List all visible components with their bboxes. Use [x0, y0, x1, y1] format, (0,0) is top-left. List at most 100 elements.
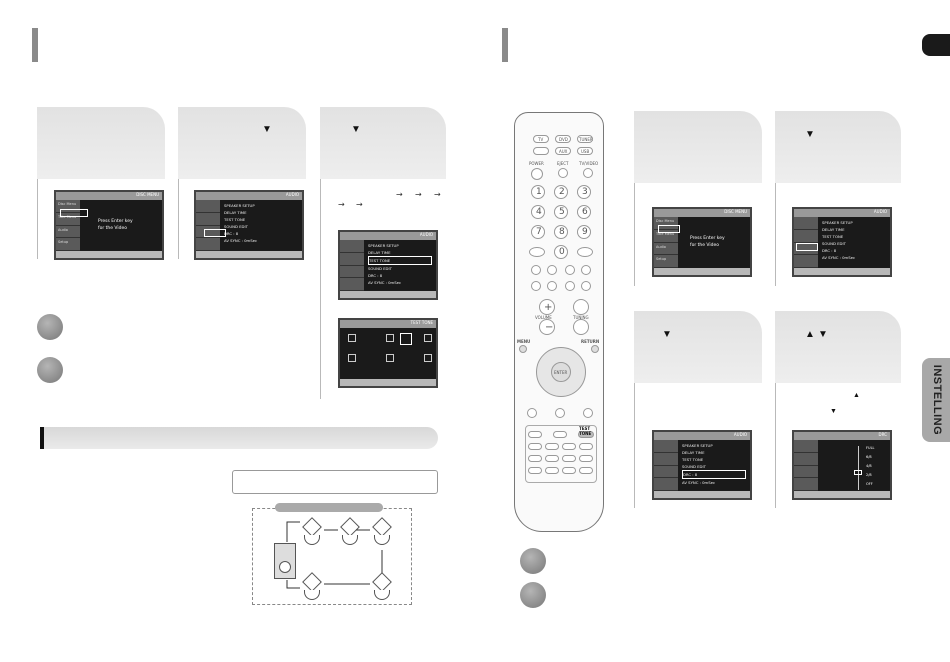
listener-seat — [279, 561, 291, 573]
digit-3[interactable]: 3 — [577, 185, 591, 199]
remote-key[interactable] — [562, 443, 576, 450]
down-arrow-icon: ▼ — [351, 124, 361, 135]
eject-button[interactable] — [558, 168, 568, 178]
remote-key[interactable] — [545, 467, 559, 474]
digit-5[interactable]: 5 — [554, 205, 568, 219]
remote-key[interactable] — [527, 408, 537, 418]
skip-back-button[interactable] — [531, 265, 541, 275]
digit-2[interactable]: 2 — [554, 185, 568, 199]
tv-screen-audio-menu-drc: AUDIO SPEAKER SETUP DELAY TIME TEST TONE… — [652, 430, 752, 500]
digit-7[interactable]: 7 — [531, 225, 545, 239]
divider — [775, 183, 776, 286]
speaker-front-right — [372, 517, 392, 546]
remote-key[interactable] — [528, 455, 542, 462]
speaker-center — [340, 517, 360, 546]
volume-up-button[interactable]: + — [539, 299, 555, 315]
down-arrow-icon: ▼ — [818, 329, 828, 340]
section-banner-marker — [40, 427, 44, 449]
step-card-2 — [178, 107, 306, 179]
aux-button[interactable]: AUX — [555, 147, 571, 155]
tv-button[interactable]: TV — [533, 135, 549, 143]
skip-forward-button[interactable] — [581, 265, 591, 275]
section-tab-label: INSTELLING — [931, 364, 943, 436]
tuning-up-button[interactable] — [573, 299, 589, 315]
digit-8[interactable]: 8 — [554, 225, 568, 239]
down-arrow-icon: ▼ — [262, 124, 272, 135]
remote-key[interactable] — [579, 455, 593, 462]
down-arrow-icon: ▼ — [830, 408, 837, 415]
remote-key[interactable] — [553, 431, 567, 438]
page-tab-black — [922, 34, 950, 56]
remote-key[interactable] — [579, 467, 593, 474]
tv-screen-drc-level: DRC FULL 6/8 4/8 2/8 OFF — [792, 430, 892, 500]
divider — [775, 383, 776, 508]
step-card-1 — [37, 107, 165, 179]
speaker-flow-arrows — [286, 521, 383, 589]
speaker-front-left — [302, 517, 322, 546]
digit-0[interactable]: 0 — [554, 245, 568, 259]
remote-bottom-panel — [525, 425, 597, 483]
tv-screen-audio-menu: AUDIO SPEAKER SETUP DELAY TIME TEST TONE… — [194, 190, 304, 260]
up-arrow-icon: ▲ — [805, 329, 815, 340]
tuner-button[interactable]: TUNER — [577, 135, 593, 143]
remote-key[interactable] — [531, 281, 541, 291]
remote-key[interactable] — [583, 408, 593, 418]
step-card-r2 — [775, 111, 901, 183]
note-box — [232, 470, 438, 494]
remote-key[interactable] — [529, 247, 545, 257]
dvd-receiver-button[interactable] — [533, 147, 549, 155]
remote-key[interactable] — [547, 265, 557, 275]
step-card-r3 — [634, 311, 762, 383]
remote-key[interactable] — [577, 247, 593, 257]
remote-key[interactable] — [581, 281, 591, 291]
test-tone-button[interactable]: TEST TONE — [578, 426, 594, 438]
tv-video-button[interactable] — [583, 168, 593, 178]
remote-key[interactable] — [545, 443, 559, 450]
usb-button[interactable]: USB — [577, 147, 593, 155]
divider — [37, 179, 38, 259]
return-label: RETURN — [581, 339, 600, 344]
up-arrow-icon: ▲ — [853, 392, 860, 399]
digit-4[interactable]: 4 — [531, 205, 545, 219]
tv-screen-audio-menu-selected: AUDIO SPEAKER SETUP DELAY TIME TEST TONE… — [338, 230, 438, 300]
power-button[interactable] — [531, 168, 543, 180]
tv-screen-test-tone: TEST TONE — [338, 318, 438, 388]
digit-1[interactable]: 1 — [531, 185, 545, 199]
digit-6[interactable]: 6 — [577, 205, 591, 219]
down-arrow-icon: ▼ — [662, 329, 672, 340]
remote-key[interactable] — [562, 467, 576, 474]
tuning-down-button[interactable] — [573, 319, 589, 335]
step-number-circle — [520, 548, 546, 574]
step-number-circle — [37, 357, 63, 383]
remote-key[interactable] — [547, 281, 557, 291]
divider — [634, 183, 635, 286]
remote-control: TV DVD TUNER AUX USB POWER EJECT TV/VIDE… — [514, 112, 604, 532]
menu-button[interactable] — [519, 345, 527, 353]
tv-screen-audio-menu: AUDIO SPEAKER SETUP DELAY TIME TEST TONE… — [792, 207, 892, 277]
step-number-circle — [37, 314, 63, 340]
speaker-rear-right — [372, 572, 392, 601]
remote-key[interactable] — [565, 281, 575, 291]
divider — [178, 179, 179, 259]
enter-button[interactable]: ENTER — [551, 362, 571, 382]
remote-key[interactable] — [555, 408, 565, 418]
remote-key[interactable] — [545, 455, 559, 462]
divider — [320, 179, 321, 399]
remote-key[interactable] — [579, 443, 593, 450]
left-header-bar — [32, 28, 38, 62]
remote-key[interactable] — [528, 467, 542, 474]
divider — [634, 383, 635, 508]
remote-key[interactable] — [565, 265, 575, 275]
volume-down-button[interactable]: − — [539, 319, 555, 335]
menu-label: MENU — [517, 339, 531, 344]
step-card-r1 — [634, 111, 762, 183]
remote-key[interactable] — [528, 431, 542, 438]
dvd-button[interactable]: DVD — [555, 135, 571, 143]
remote-key[interactable] — [528, 443, 542, 450]
step-card-r4 — [775, 311, 901, 383]
return-button[interactable] — [591, 345, 599, 353]
remote-key[interactable] — [562, 455, 576, 462]
digit-9[interactable]: 9 — [577, 225, 591, 239]
